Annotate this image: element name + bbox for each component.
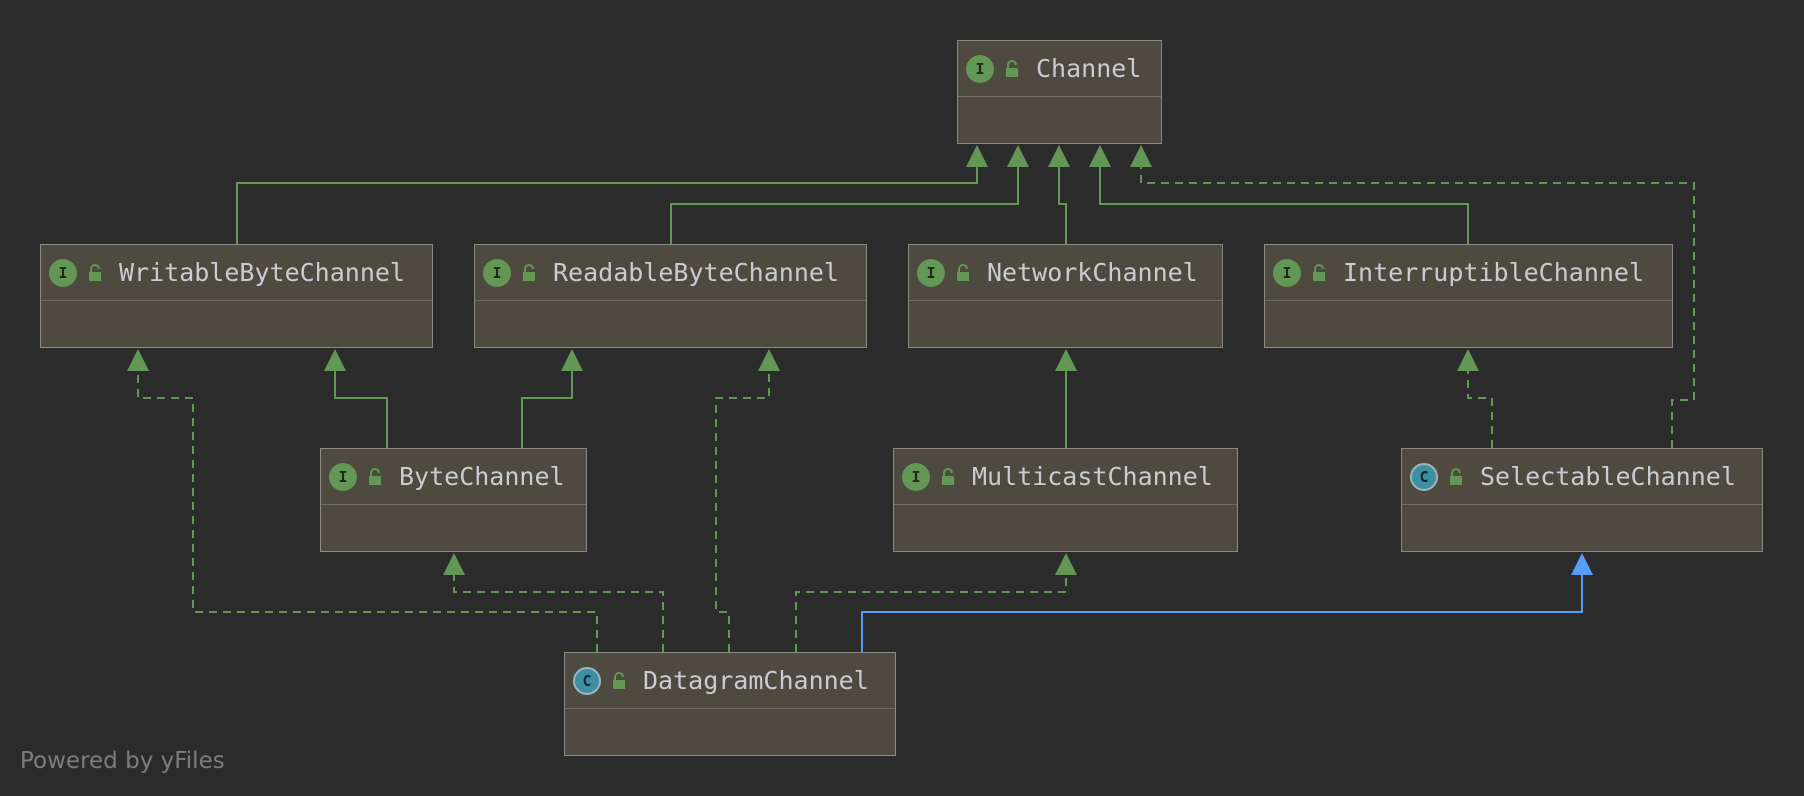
edge-writable-to-channel xyxy=(236,145,988,244)
node-label: NetworkChannel xyxy=(987,258,1198,287)
edge-arrowhead xyxy=(324,349,346,371)
edge-selectable-to-interruptible xyxy=(1457,349,1493,448)
edge-arrowhead xyxy=(1055,553,1077,575)
edge-network-to-channel xyxy=(1048,145,1070,244)
lock-icon xyxy=(1313,263,1325,281)
node-label: ByteChannel xyxy=(399,462,565,491)
node-selectable-channel[interactable]: C SelectableChannel xyxy=(1401,448,1763,552)
edge-arrowhead xyxy=(1457,349,1479,371)
edge-datagram-to-selectable xyxy=(861,553,1593,652)
node-label: Channel xyxy=(1036,54,1142,83)
abstract-class-icon: C xyxy=(1410,462,1438,491)
edge-line xyxy=(1467,371,1493,448)
node-header: I ReadableByteChannel xyxy=(475,245,866,301)
edge-line xyxy=(521,371,573,448)
edge-arrowhead xyxy=(1055,349,1077,371)
edge-multicast-to-network xyxy=(1055,349,1077,448)
lock-icon xyxy=(369,467,381,485)
edge-arrowhead xyxy=(1130,145,1152,167)
edge-arrowhead xyxy=(966,145,988,167)
edge-line xyxy=(453,575,664,652)
node-writable-byte-channel[interactable]: I WritableByteChannel xyxy=(40,244,433,348)
node-readable-byte-channel[interactable]: I ReadableByteChannel xyxy=(474,244,867,348)
lock-icon xyxy=(523,263,535,281)
node-channel[interactable]: I Channel xyxy=(957,40,1162,144)
node-header: I Channel xyxy=(958,41,1161,97)
node-header: I NetworkChannel xyxy=(909,245,1222,301)
node-byte-channel[interactable]: I ByteChannel xyxy=(320,448,587,552)
edge-byte-to-readable xyxy=(521,349,583,448)
edge-readable-to-channel xyxy=(670,145,1029,244)
edge-line xyxy=(1099,167,1469,244)
node-label: MulticastChannel xyxy=(972,462,1213,491)
edge-datagram-to-multicast xyxy=(795,553,1077,652)
edge-arrowhead xyxy=(127,349,149,371)
powered-by-footer: Powered by yFiles xyxy=(20,748,225,774)
interface-icon: I xyxy=(49,258,77,287)
edge-line xyxy=(670,167,1019,244)
node-label: ReadableByteChannel xyxy=(553,258,839,287)
node-label: InterruptibleChannel xyxy=(1343,258,1645,287)
lock-icon xyxy=(89,263,101,281)
interface-icon: I xyxy=(917,258,945,287)
node-header: I MulticastChannel xyxy=(894,449,1237,505)
edge-line xyxy=(1058,167,1067,244)
lock-icon xyxy=(1450,467,1462,485)
edge-datagram-to-writable xyxy=(127,349,598,652)
node-header: I InterruptibleChannel xyxy=(1265,245,1672,301)
edge-arrowhead xyxy=(443,553,465,575)
edge-datagram-to-byte xyxy=(443,553,664,652)
edge-line xyxy=(236,167,978,244)
interface-icon: I xyxy=(329,462,357,491)
node-interruptible-channel[interactable]: I InterruptibleChannel xyxy=(1264,244,1673,348)
abstract-class-icon: C xyxy=(573,666,601,695)
edge-interruptible-to-channel xyxy=(1089,145,1469,244)
edge-arrowhead xyxy=(758,349,780,371)
edge-line xyxy=(715,371,770,652)
node-datagram-channel[interactable]: C DatagramChannel xyxy=(564,652,896,756)
edge-arrowhead xyxy=(1089,145,1111,167)
edge-line xyxy=(795,575,1067,652)
node-header: C DatagramChannel xyxy=(565,653,895,709)
node-header: I ByteChannel xyxy=(321,449,586,505)
node-label: SelectableChannel xyxy=(1480,462,1736,491)
edge-byte-to-writable xyxy=(324,349,388,448)
interface-icon: I xyxy=(902,462,930,491)
interface-icon: I xyxy=(966,54,994,83)
edge-line xyxy=(137,371,598,652)
node-label: DatagramChannel xyxy=(643,666,869,695)
node-network-channel[interactable]: I NetworkChannel xyxy=(908,244,1223,348)
edge-line xyxy=(861,575,1583,652)
node-header: I WritableByteChannel xyxy=(41,245,432,301)
lock-icon xyxy=(1006,59,1018,77)
edge-line xyxy=(1140,167,1695,448)
interface-icon: I xyxy=(1273,258,1301,287)
lock-icon xyxy=(957,263,969,281)
edge-arrowhead xyxy=(1571,553,1593,575)
node-label: WritableByteChannel xyxy=(119,258,405,287)
edge-selectable-to-channel xyxy=(1130,145,1695,448)
edge-arrowhead xyxy=(1048,145,1070,167)
edge-arrowhead xyxy=(1007,145,1029,167)
node-header: C SelectableChannel xyxy=(1402,449,1762,505)
interface-icon: I xyxy=(483,258,511,287)
edge-datagram-to-readable xyxy=(715,349,780,652)
lock-icon xyxy=(613,671,625,689)
edge-arrowhead xyxy=(561,349,583,371)
node-multicast-channel[interactable]: I MulticastChannel xyxy=(893,448,1238,552)
edge-line xyxy=(334,371,388,448)
lock-icon xyxy=(942,467,954,485)
